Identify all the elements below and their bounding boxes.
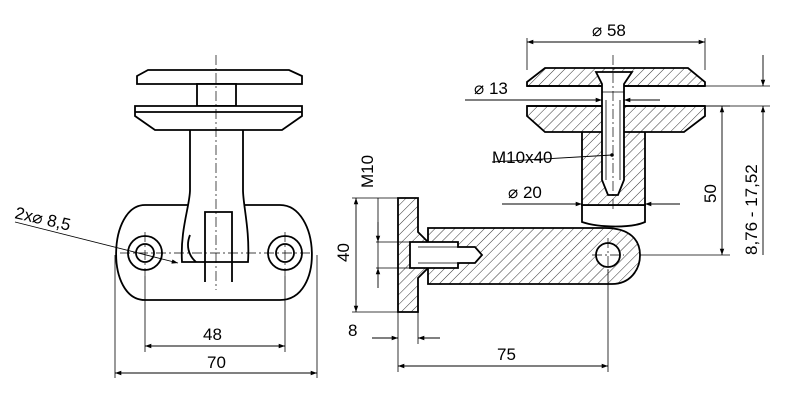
lower-disc xyxy=(134,105,303,131)
stem xyxy=(180,127,250,263)
spacer xyxy=(196,83,237,107)
hole-spacing-label: 48 xyxy=(203,325,222,344)
screw xyxy=(594,71,634,196)
thread-length-label: M10x40 xyxy=(492,148,552,167)
arm-screw xyxy=(409,241,484,269)
front-view: 2x⌀ 8,5 48 70 xyxy=(13,55,318,378)
glass-range-label: 8,76 - 17,52 xyxy=(742,164,761,255)
hole-diameter-label: 2x⌀ 8,5 xyxy=(13,203,72,234)
flange-thickness-label: 8 xyxy=(348,321,357,340)
arm-length-label: 75 xyxy=(497,345,516,364)
sleeve-diameter-label: ⌀ 20 xyxy=(508,183,542,202)
upper-disc xyxy=(136,69,303,85)
base-width-label: 70 xyxy=(207,353,226,372)
screw-head-diameter-label: ⌀ 13 xyxy=(474,79,508,98)
thread-label: M10 xyxy=(358,155,377,188)
flange-height-label: 40 xyxy=(334,243,353,262)
side-view: ⌀ 58 ⌀ 13 M10x40 ⌀ 20 50 8,76 - 17,52 M1… xyxy=(334,21,770,372)
plate-diameter-label: ⌀ 58 xyxy=(592,21,626,40)
arm-height-label: 50 xyxy=(701,184,720,203)
